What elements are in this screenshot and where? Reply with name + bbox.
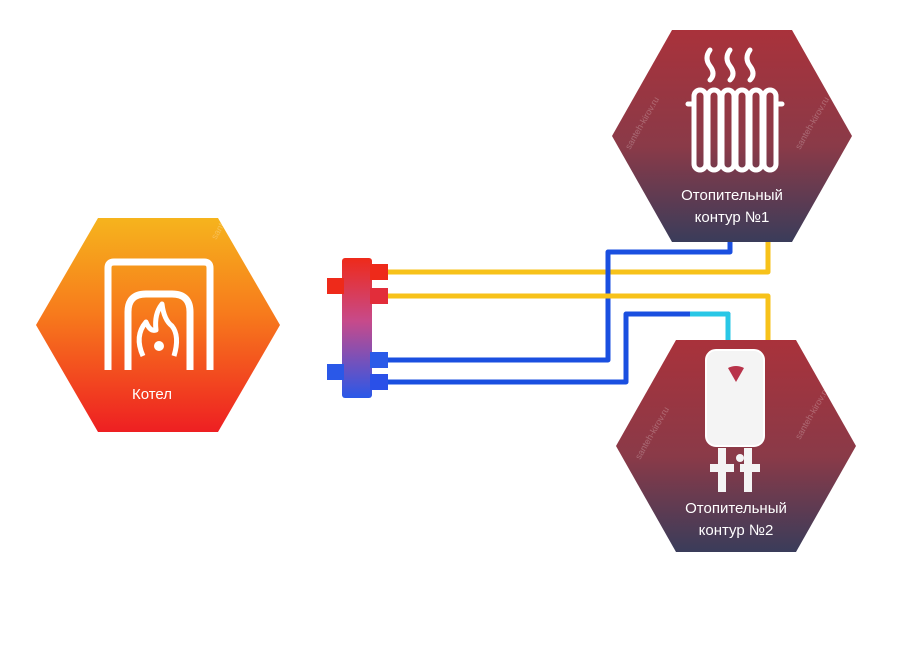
circuit1-label-line1: Отопительный: [681, 187, 783, 204]
circuit1-label-line2: контур №1: [695, 209, 770, 226]
circuit2-label-line2: контур №2: [699, 522, 774, 539]
circuit2-return-pipe-cyan-end: [690, 311, 731, 345]
circuit2-node: Отопительный контур №2: [616, 340, 856, 552]
watermark-text: santeh-kirov.ru: [209, 185, 247, 241]
water-heater-icon: [705, 349, 765, 492]
circuit2-label-line1: Отопительный: [685, 500, 787, 517]
boiler-label: Котел: [132, 386, 172, 403]
hydraulic-separator: [327, 258, 388, 398]
separator-port-in2: [370, 374, 388, 390]
radiator-icon: [685, 47, 785, 173]
circuit2-supply-pipe: [388, 293, 771, 345]
separator-port-boiler-return: [327, 364, 344, 380]
separator-port-out2: [370, 288, 388, 304]
separator-port-in1: [370, 352, 388, 368]
boiler-node: Котел: [36, 218, 280, 432]
separator-port-boiler-supply: [327, 278, 344, 294]
boiler-flame-icon: [104, 258, 214, 370]
circuit1-node: Отопительный контур №1: [612, 30, 852, 242]
pipes: [262, 240, 771, 385]
circuit1-supply-pipe: [388, 240, 771, 275]
separator-port-out1: [370, 264, 388, 280]
